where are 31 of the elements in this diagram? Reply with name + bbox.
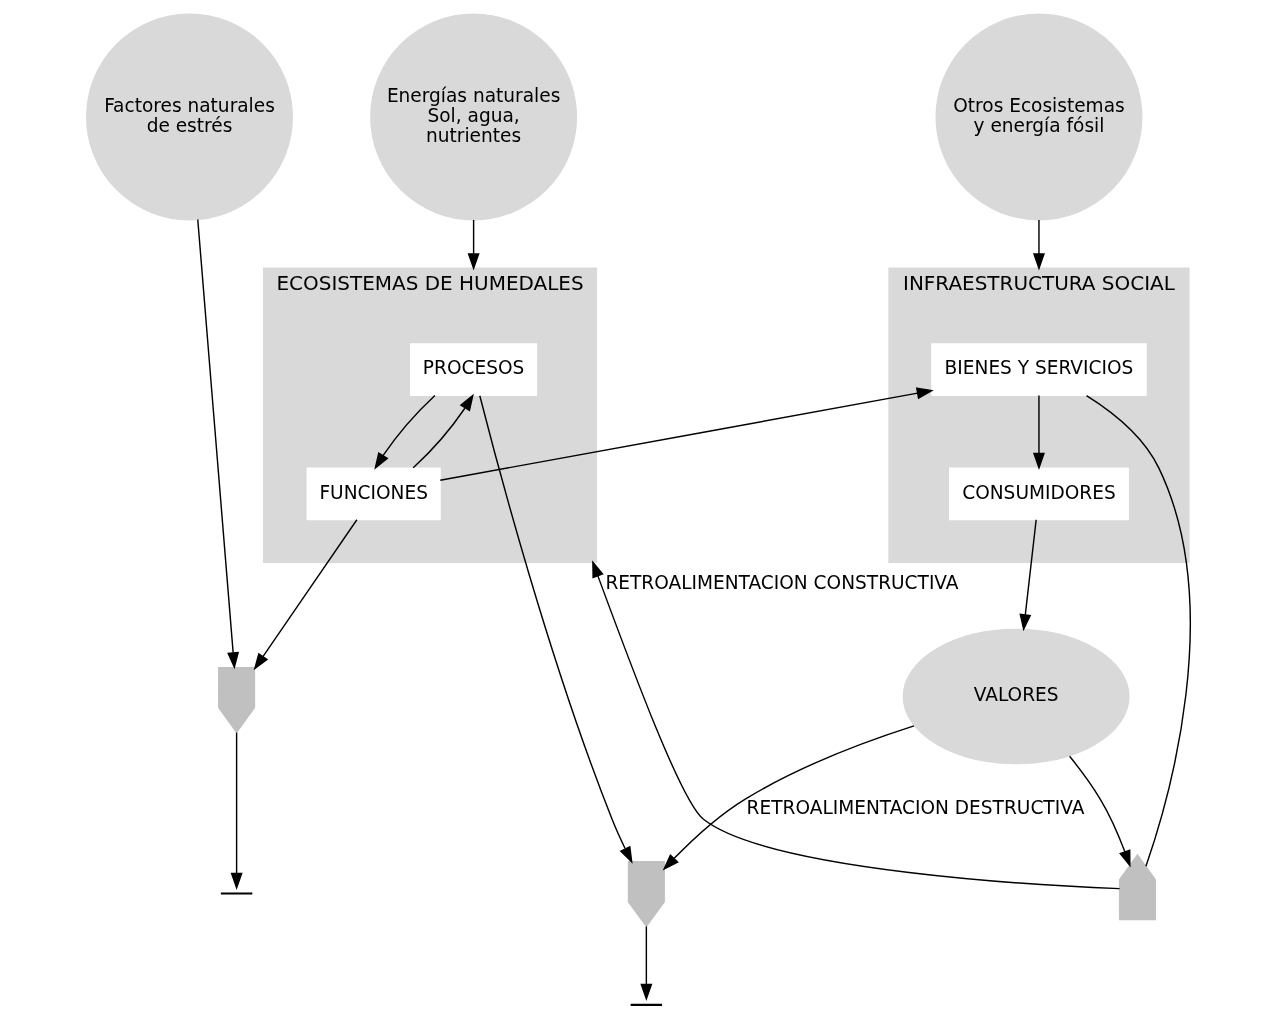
node-ground <box>630 1003 663 1006</box>
node-box: PROCESOS <box>410 343 538 396</box>
connector <box>1085 394 1191 867</box>
arrow <box>467 219 480 271</box>
node-ground <box>220 892 253 895</box>
arrow <box>1019 519 1037 632</box>
edge-label: RETROALIMENTACION DESTRUCTIVA <box>746 797 1085 819</box>
arrow <box>374 394 436 470</box>
arrow <box>253 519 358 671</box>
node-box: CONSUMIDORES <box>949 467 1129 521</box>
node-box: FUNCIONES <box>306 467 441 521</box>
arrow <box>1032 394 1045 470</box>
arrow <box>439 387 934 481</box>
arrow <box>1068 755 1131 868</box>
node-circle: Energías naturales Sol, agua, nutrientes <box>370 13 578 221</box>
node-circle: Otros Ecosistemas y energía fósil <box>935 13 1143 221</box>
arrow <box>592 560 1121 890</box>
arrow <box>640 925 653 1001</box>
edge-label: RETROALIMENTACION CONSTRUCTIVA <box>605 571 959 593</box>
node-circle: Factores naturales de estrés <box>86 13 293 221</box>
node-ellipse: VALORES <box>902 628 1130 765</box>
node-chevron <box>218 666 256 734</box>
arrow <box>230 731 243 890</box>
arrow <box>479 395 633 864</box>
arrow <box>662 725 915 871</box>
arrow <box>1032 219 1045 271</box>
arrow <box>197 218 240 670</box>
node-chevron <box>1118 853 1157 921</box>
node-chevron <box>627 861 665 928</box>
arrow <box>412 393 474 469</box>
node-box: BIENES Y SERVICIOS <box>931 343 1147 396</box>
